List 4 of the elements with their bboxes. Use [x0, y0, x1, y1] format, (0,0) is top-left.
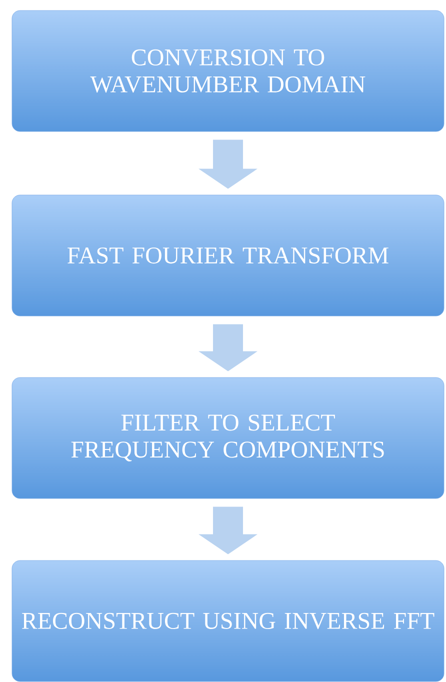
process-box: FILTER TO SELECT FREQUENCY COMPONENTS — [12, 377, 444, 499]
process-box: CONVERSION TO WAVENUMBER DOMAIN — [12, 10, 444, 132]
process-box: RECONSTRUCT USING INVERSE FFT — [12, 560, 444, 682]
process-box: FAST FOURIER TRANSFORM — [12, 194, 444, 316]
